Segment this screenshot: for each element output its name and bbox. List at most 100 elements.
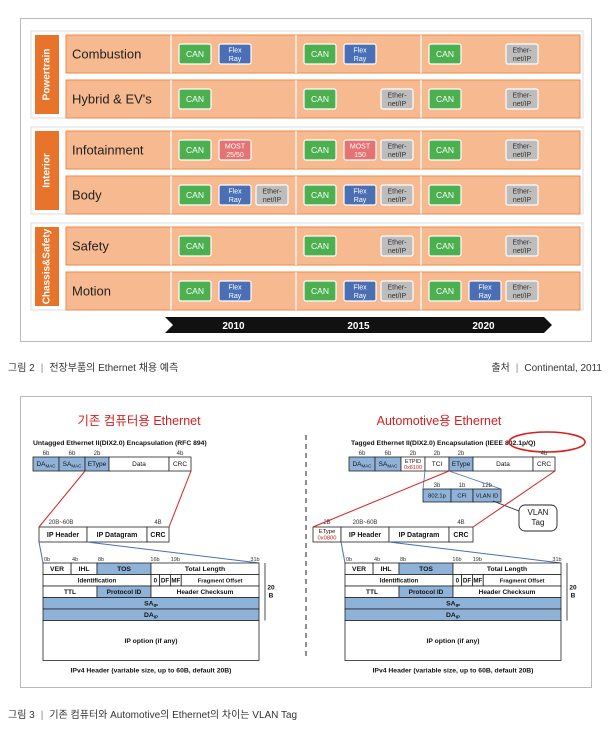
chip-box xyxy=(343,280,377,302)
protocol-chip-ether-net-ip: Ether-net/IP xyxy=(380,280,414,302)
etype-value: 0x0800 xyxy=(317,536,336,542)
ipv4-field-tos: TOS xyxy=(398,562,454,575)
chip-label-line: net/IP xyxy=(513,197,532,204)
size-label: 6b xyxy=(385,451,392,457)
chip-label-line: MOST xyxy=(350,144,371,151)
ipv4-field-ttl: TTL xyxy=(344,585,400,598)
timeline-arrow xyxy=(165,317,302,333)
ipv4-field-protocol-id: Protocol ID xyxy=(398,585,454,598)
protocol-chip-can: CAN xyxy=(178,139,212,161)
size-label: 2b xyxy=(458,451,465,457)
ip-field-ip-header: IP Header xyxy=(340,526,390,543)
ipv4-field-mf: MF xyxy=(472,574,484,587)
field-rect xyxy=(344,620,562,661)
chip-box xyxy=(303,235,337,257)
chip-label: Ether-net/IP xyxy=(262,189,282,205)
bit-label: 31b xyxy=(552,557,561,563)
bit-label: 4b xyxy=(72,557,78,563)
ipv4-field-fragment-offset: Fragment Offset xyxy=(482,574,562,587)
field-label: CRC xyxy=(173,461,187,468)
chip-label-line: Flex xyxy=(228,285,242,292)
protocol-chip-can: CAN xyxy=(428,184,462,206)
field-label: IP option (if any) xyxy=(124,638,177,645)
chip-label: CAN xyxy=(311,286,329,296)
row-label: Hybrid & EV's xyxy=(72,91,152,106)
field-sub: MAC xyxy=(362,464,373,469)
chip-label: CAN xyxy=(436,190,454,200)
chip-box xyxy=(428,235,462,257)
chip-box xyxy=(178,235,212,257)
size-label: 4B xyxy=(457,520,464,526)
chip-box xyxy=(505,43,539,65)
chip-box xyxy=(343,139,377,161)
protocol-chip-ether-net-ip: Ether-net/IP xyxy=(505,280,539,302)
field-label: Total Length xyxy=(487,566,527,573)
ipv4-field-ver: VER xyxy=(344,562,374,575)
field-sub: IP xyxy=(456,603,460,608)
field-label: Total Length xyxy=(185,566,225,573)
ipv4-field-header-checksum: Header Checksum xyxy=(452,585,562,598)
ipv4-field-ihl: IHL xyxy=(70,562,98,575)
chip-label-line: net/IP xyxy=(513,293,532,300)
figure-3-caption: 그림 3|기존 컴퓨터와 Automotive의 Ethernet의 차이는 V… xyxy=(8,710,298,721)
protocol-chip-can: CAN xyxy=(178,235,212,257)
chip-box xyxy=(428,280,462,302)
ipv4-field-options: IP option (if any) xyxy=(42,620,260,661)
protocol-chip-ether-net-ip: Ether-net/IP xyxy=(505,43,539,65)
row-label: Motion xyxy=(72,283,111,298)
timeline-arrow xyxy=(290,317,427,333)
row-label: Combustion xyxy=(72,46,141,61)
frame-field-crc: CRC xyxy=(168,456,192,472)
chip-label: Ether-net/IP xyxy=(512,48,532,64)
bit-label: 19b xyxy=(171,557,180,563)
ipv4-field-mf: MF xyxy=(170,574,182,587)
chip-label: Ether-net/IP xyxy=(512,93,532,109)
size-label: 2B xyxy=(323,520,330,526)
row-label: Safety xyxy=(72,238,109,253)
protocol-chip-ether-net-ip: Ether-net/IP xyxy=(380,184,414,206)
field-label: VER xyxy=(352,566,366,573)
chip-label-line: 25/50 xyxy=(226,152,244,159)
size-label: 4b xyxy=(541,451,548,457)
ipv4-footer: IPv4 Header (variable size, up to 60B, d… xyxy=(71,668,232,675)
ipv4-field-identification: Identification xyxy=(344,574,454,587)
size-label: 6b xyxy=(69,451,76,457)
field-label: DAIP xyxy=(446,612,460,620)
protocol-chip-can: CAN xyxy=(178,280,212,302)
chip-label: Ether-net/IP xyxy=(387,189,407,205)
protocol-chip-can: CAN xyxy=(303,43,337,65)
field-label: IP Header xyxy=(349,532,381,539)
chip-label-line: Ray xyxy=(354,56,367,63)
field-rect xyxy=(472,488,502,503)
frame-field-data: Data xyxy=(472,456,534,472)
blue-connector xyxy=(388,541,562,564)
red-connector xyxy=(38,470,86,528)
header-size-line: 20 xyxy=(569,584,577,591)
size-label: 6b xyxy=(359,451,366,457)
chip-label: CAN xyxy=(186,190,204,200)
field-label: Protocol ID xyxy=(107,589,142,596)
field-label: TTL xyxy=(64,589,76,596)
field-label: DF xyxy=(463,577,471,584)
protocol-chip-ether-net-ip: Ether-net/IP xyxy=(380,235,414,257)
chip-box xyxy=(303,184,337,206)
chip-label: Ether-net/IP xyxy=(387,144,407,160)
protocol-chip-ether-net-ip: Ether-net/IP xyxy=(505,139,539,161)
blue-connector xyxy=(86,541,260,564)
ip-field-ip-datagram: IP Datagram xyxy=(388,526,450,543)
protocol-chip-can: CAN xyxy=(428,139,462,161)
caption-2-text: 전장부품의 Ethernet 채용 예측 xyxy=(49,363,179,374)
vlan-field-cfi: CFI xyxy=(450,488,474,503)
protocol-chip-can: CAN xyxy=(428,43,462,65)
bit-label: 4b xyxy=(374,557,380,563)
ipv4-field-tos: TOS xyxy=(96,562,152,575)
field-main: DA xyxy=(352,461,362,468)
chip-label: Ether-net/IP xyxy=(512,189,532,205)
